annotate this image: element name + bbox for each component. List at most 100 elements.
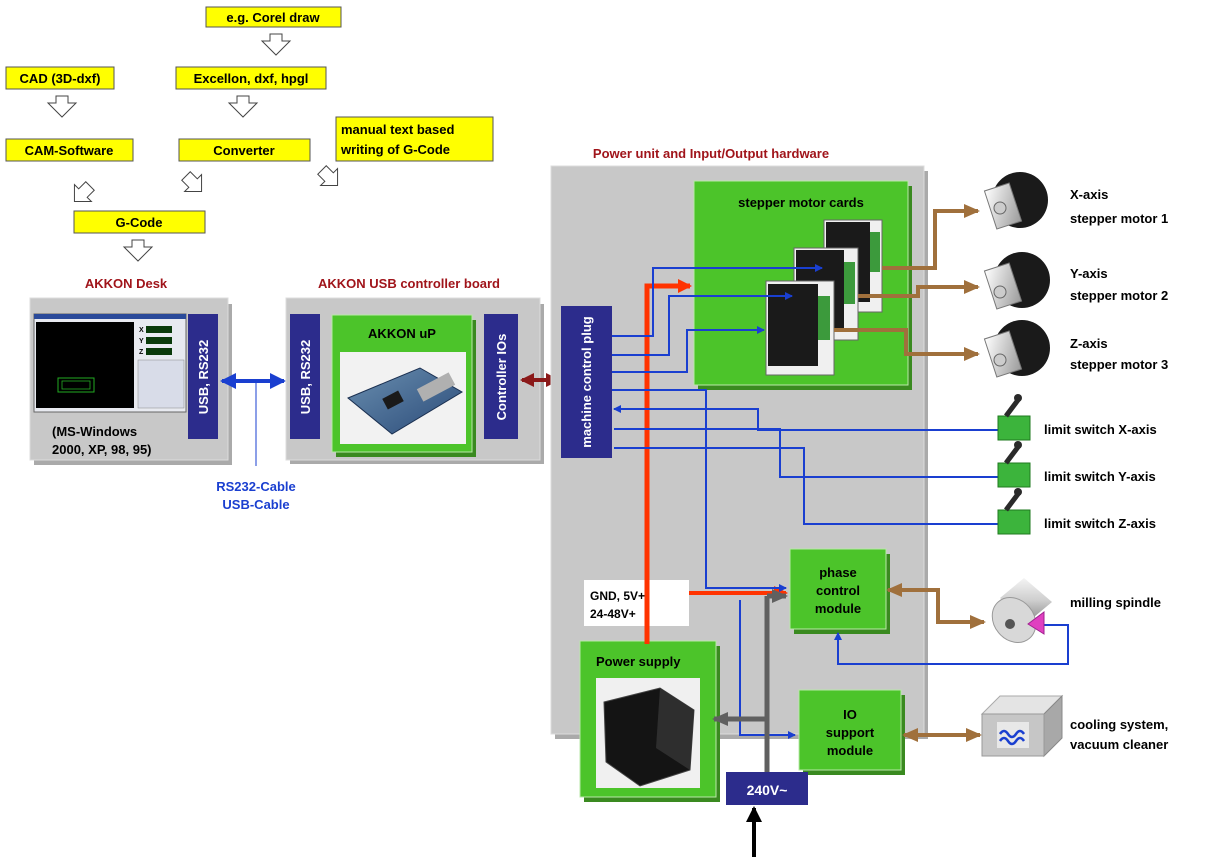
phase-label-2: control [816, 583, 860, 598]
desk-readout-y-label: Y [139, 338, 144, 345]
control-line-phase [612, 389, 787, 592]
excellon-box [175, 66, 327, 90]
plug-label: machine control plug [579, 316, 594, 448]
mains-box [726, 772, 808, 805]
desk-readout-x-label: X [139, 327, 144, 334]
controller-ios [484, 314, 518, 439]
desk-screenshot-readout-x [146, 326, 172, 333]
limit-line-z [614, 447, 1000, 525]
motor-arrow-z [834, 328, 980, 361]
limit-x-label: limit switch X-axis [1044, 422, 1157, 437]
power-unit: Power unit and Input/Output hardware mac… [550, 146, 928, 805]
controller-port [290, 314, 320, 439]
mains-label: 240V~ [747, 782, 788, 798]
limit-switch-z [997, 488, 1031, 535]
flow-arrow-converter [181, 171, 203, 193]
stepper-motor-y [983, 252, 1050, 310]
gcode-label: G-Code [116, 215, 163, 230]
desk-port [188, 314, 218, 439]
signal-line-1 [612, 264, 823, 337]
desk-readout-z-label: Z [139, 349, 144, 356]
manual-label-1: manual text based [341, 122, 454, 137]
motor-z-label-2: stepper motor 3 [1070, 357, 1168, 372]
desk-os-1: (MS-Windows [52, 424, 137, 439]
controller-port-label: USB, RS232 [298, 340, 313, 414]
phase-label-3: module [815, 601, 861, 616]
akkon-desk: AKKON Desk X Y Z USB, RS232 (MS-Windows … [29, 276, 232, 465]
motor-arrow-x [882, 204, 980, 270]
power-supply-label: Power supply [596, 654, 681, 669]
cable-label-1: RS232-Cable [216, 479, 295, 494]
limit-y-label: limit switch Y-axis [1044, 469, 1156, 484]
flow-arrow-corel [260, 33, 292, 56]
desk-screenshot-titlebar [34, 314, 186, 319]
power-supply-unit-edge [656, 688, 694, 770]
motor-arrow-y [858, 280, 980, 298]
software-flow: e.g. Corel draw Excellon, dxf, hpgl CAD … [5, 6, 494, 262]
desk-screenshot-path-inner [61, 380, 91, 390]
power-line-up [644, 279, 692, 644]
io-label-1: IO [843, 707, 857, 722]
motor-y-label-1: Y-axis [1070, 266, 1108, 281]
desk-os-2: 2000, XP, 98, 95) [52, 442, 152, 457]
spindle-arrow [886, 583, 986, 629]
controller-up-label: AKKON uP [368, 326, 436, 341]
spindle-label: milling spindle [1070, 595, 1161, 610]
limit-line-x [613, 405, 1000, 431]
phase-label-1: phase [819, 565, 857, 580]
excellon-label: Excellon, dxf, hpgl [194, 71, 309, 86]
cooling-label-2: vacuum cleaner [1070, 737, 1168, 752]
signal-line-3 [612, 326, 765, 373]
cooling-label-1: cooling system, [1070, 717, 1168, 732]
machine-control-plug [561, 306, 612, 458]
spindle-feedback [834, 624, 1069, 665]
io-label-2: support [826, 725, 875, 740]
io-label-3: module [827, 743, 873, 758]
converter-box [178, 138, 311, 162]
phase-module [789, 548, 887, 630]
stepper-motor-z [983, 320, 1050, 378]
desk-screenshot-readout-y [146, 337, 172, 344]
desk-screenshot-canvas [36, 322, 134, 408]
peripherals: X-axis stepper motor 1 Y-axis stepper mo… [980, 172, 1168, 758]
cable: RS232-Cable USB-Cable [216, 373, 296, 512]
desk-title: AKKON Desk [85, 276, 168, 291]
desk-screenshot-controls [137, 359, 185, 409]
wiring [612, 204, 1069, 857]
io-module [798, 689, 902, 771]
controller-board-chip [382, 390, 404, 410]
manual-label-2: writing of G-Code [340, 142, 450, 157]
milling-spindle [991, 578, 1052, 643]
desk-screenshot-path [57, 377, 95, 393]
flow-arrow-gcode [122, 239, 154, 262]
limit-switch-x [997, 394, 1031, 441]
voltages-label-1: GND, 5V+, [590, 589, 648, 603]
controller-board-connectors [416, 372, 456, 402]
gcode-box [73, 210, 206, 234]
flow-arrow-cad [46, 95, 78, 118]
cam-box [5, 138, 134, 162]
corel-label: e.g. Corel draw [226, 10, 320, 25]
cad-box [5, 66, 115, 90]
control-line-io-drop [739, 600, 796, 739]
flow-arrow-excellon [227, 95, 259, 118]
corel-box [205, 6, 342, 28]
manual-box [335, 116, 494, 162]
stepper-motor-x [983, 172, 1048, 230]
limit-line-y [614, 428, 1000, 478]
stepper-cards-label: stepper motor cards [738, 195, 864, 210]
flow-arrow-cam [73, 181, 95, 203]
motor-z-label-1: Z-axis [1070, 336, 1108, 351]
motor-y-label-2: stepper motor 2 [1070, 288, 1168, 303]
voltages-box [584, 580, 689, 626]
power-unit-title: Power unit and Input/Output hardware [593, 146, 829, 161]
controller-board: AKKON USB controller board USB, RS232 AK… [285, 276, 544, 464]
desk-port-label: USB, RS232 [196, 340, 211, 414]
motor-x-label-1: X-axis [1070, 187, 1108, 202]
limit-switch-y [997, 441, 1031, 488]
converter-label: Converter [213, 143, 274, 158]
limit-z-label: limit switch Z-axis [1044, 516, 1156, 531]
signal-line-2 [612, 292, 793, 356]
voltages-label-2: 24-48V+ [590, 607, 636, 621]
cable-label-2: USB-Cable [222, 497, 289, 512]
